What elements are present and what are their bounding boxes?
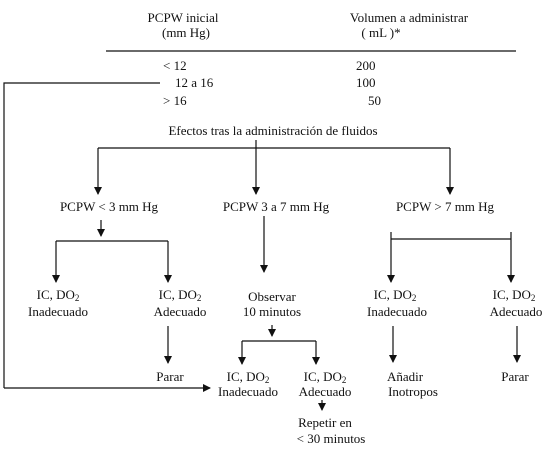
effects-title: Efectos tras la administración de fluido… bbox=[168, 123, 378, 138]
ic-do2-label: IC, DO2 bbox=[226, 369, 270, 385]
table-row-pcpw: > 16 bbox=[163, 93, 187, 108]
branch-right-label: PCPW > 7 mm Hg bbox=[395, 199, 495, 214]
inadecuado-label: Inadecuado bbox=[218, 384, 278, 399]
repetir-time-label: < 30 minutos bbox=[296, 431, 366, 446]
adecuado-label: Adecuado bbox=[298, 384, 352, 399]
parar-label: Parar bbox=[501, 369, 529, 384]
observar-label: Observar bbox=[248, 289, 296, 304]
anadir-label: Añadir bbox=[386, 369, 424, 384]
header-pcpw-label: PCPW inicial bbox=[147, 10, 219, 25]
ic-do2-label: IC, DO2 bbox=[158, 287, 202, 303]
inadecuado-label: Inadecuado bbox=[367, 304, 427, 319]
table-row-pcpw: < 12 bbox=[163, 58, 187, 73]
header-volume-unit: ( mL )* bbox=[361, 25, 401, 40]
table-row-volume: 50 bbox=[368, 93, 381, 108]
adecuado-label: Adecuado bbox=[153, 304, 207, 319]
inadecuado-label: Inadecuado bbox=[28, 304, 88, 319]
parar-label: Parar bbox=[156, 369, 184, 384]
ic-do2-label: IC, DO2 bbox=[303, 369, 347, 385]
table-row-volume: 200 bbox=[356, 58, 376, 73]
ic-do2-label: IC, DO2 bbox=[373, 287, 417, 303]
inotropos-label: Inotropos bbox=[388, 384, 438, 399]
adecuado-label: Adecuado bbox=[489, 304, 543, 319]
ic-do2-label: IC, DO2 bbox=[492, 287, 536, 303]
observar-duration-label: 10 minutos bbox=[242, 304, 302, 319]
feedback-loop-line bbox=[3, 82, 160, 388]
branch-left-label: PCPW < 3 mm Hg bbox=[59, 199, 159, 214]
header-pcpw-unit: (mm Hg) bbox=[161, 25, 211, 40]
table-row-pcpw: 12 a 16 bbox=[175, 75, 214, 90]
header-volume-label: Volumen a administrar bbox=[349, 10, 469, 25]
repetir-label: Repetir en bbox=[298, 415, 352, 430]
ic-do2-label: IC, DO2 bbox=[36, 287, 80, 303]
table-row-volume: 100 bbox=[356, 75, 376, 90]
branch-middle-label: PCPW 3 a 7 mm Hg bbox=[222, 199, 330, 214]
